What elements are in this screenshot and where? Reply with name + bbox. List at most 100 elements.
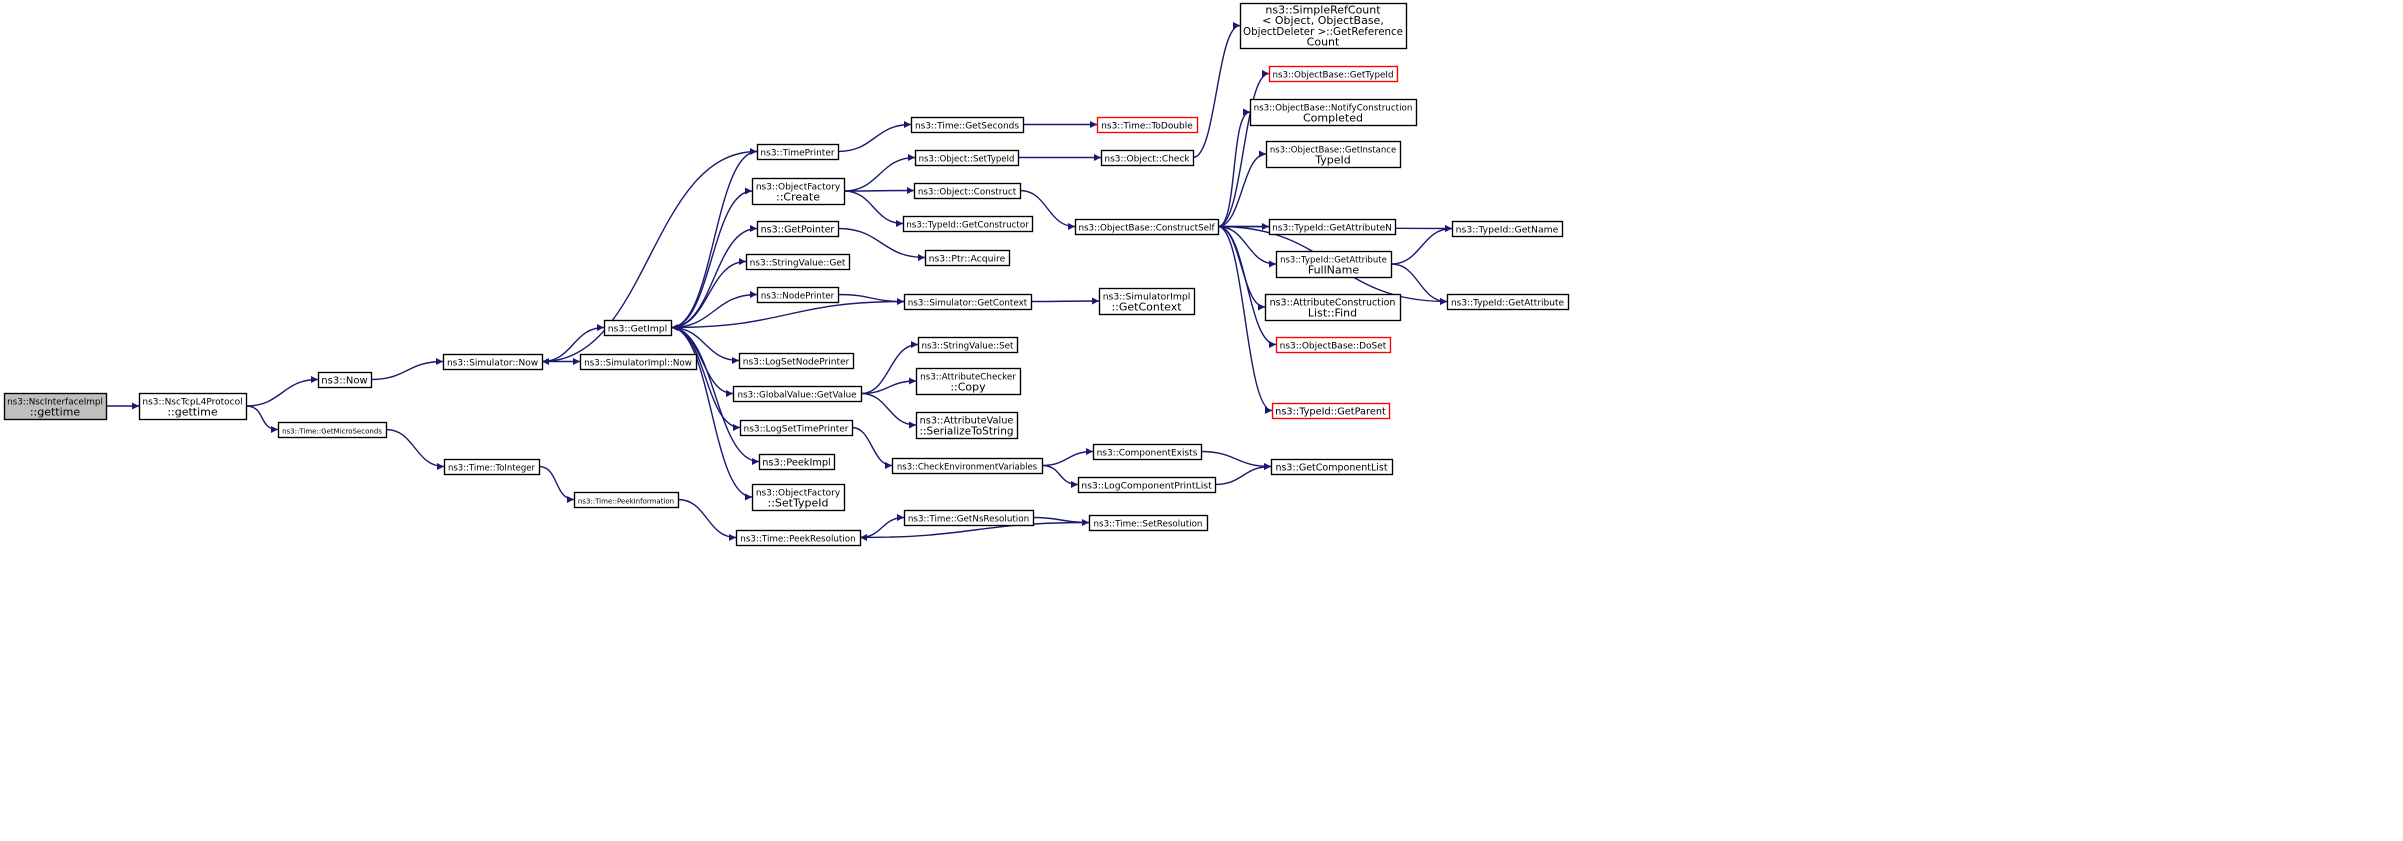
node-ns3-simulator-getcontext[interactable]: ns3::Simulator::GetContext [903, 293, 1033, 311]
edge-n8-n14 [670, 326, 740, 364]
node-label-line: ns3::GetPointer [761, 225, 835, 236]
node-ns3-logsetnodeprinter[interactable]: ns3::LogSetNodePrinter [738, 352, 855, 370]
node-ns3-simplerefcount-object-objectbase-objectdeleter-getreferencecount[interactable]: ns3::SimpleRefCount< Object, ObjectBase,… [1239, 2, 1408, 50]
node-box [1271, 402, 1391, 420]
node-label-line: FullName [1308, 263, 1359, 276]
node-ns3-attributevalue-serializetostring[interactable]: ns3::AttributeValue::SerializeToString [915, 411, 1019, 440]
node-ns3-stringvalue-set[interactable]: ns3::StringValue::Set [917, 336, 1019, 354]
node-ns3-ptr-acquire[interactable]: ns3::Ptr::Acquire [924, 249, 1011, 267]
edge-n19-n30 [859, 514, 905, 539]
node-label-line: ns3::AttributeValue [920, 416, 1014, 427]
node-box [914, 149, 1020, 167]
node-label-line: ns3::TimePrinter [760, 149, 834, 159]
node-ns3-objectfactory-settypeid[interactable]: ns3::ObjectFactory::SetTypeId [751, 483, 846, 512]
node-ns3-objectbase-notifyconstructioncompleted[interactable]: ns3::ObjectBase::NotifyConstructionCompl… [1249, 98, 1418, 127]
edge-n8-n18 [670, 326, 753, 501]
node-box [891, 457, 1044, 475]
node-label-line: ns3::Time::ToInteger [448, 464, 536, 474]
node-ns3-typeid-getattribute[interactable]: ns3::TypeId::GetAttribute [1446, 293, 1570, 311]
node-label-line: ns3::ObjectBase::DoSet [1280, 342, 1387, 352]
node-label-line: ns3::PeekImpl [762, 458, 830, 469]
node-ns3-time-peekresolution[interactable]: ns3::Time::PeekResolution [735, 529, 862, 547]
node-label-line: ns3::AttributeChecker [920, 373, 1016, 383]
node-ns3-time-todouble[interactable]: ns3::Time::ToDouble [1096, 116, 1199, 134]
node-ns3-time-getseconds[interactable]: ns3::Time::GetSeconds [910, 116, 1025, 134]
node-ns3-stringvalue-get[interactable]: ns3::StringValue::Get [745, 253, 851, 271]
node-label-line: ns3::TypeId::GetName [1456, 225, 1559, 236]
node-label-line: ns3::Now [321, 376, 367, 387]
node-ns3-nsctcpl4protocol-gettime[interactable]: ns3::NscTcpL4Protocol::gettime [138, 392, 248, 421]
node-ns3-attributechecker-copy[interactable]: ns3::AttributeChecker::Copy [915, 367, 1022, 396]
edge-n8-n17 [670, 326, 760, 465]
node-ns3-time-setresolution[interactable]: ns3::Time::SetResolution [1088, 514, 1209, 532]
node-ns3-object-construct[interactable]: ns3::Object::Construct [913, 182, 1022, 200]
node-label-line: ::gettime [30, 405, 81, 418]
node-ns3-objectfactory-create[interactable]: ns3::ObjectFactory::Create [751, 177, 846, 206]
node-label-line: ns3::NscTcpL4Protocol [142, 398, 242, 408]
node-box [915, 367, 1022, 396]
node-box [3, 392, 108, 421]
node-box [732, 385, 863, 403]
edge-n25-n34 [1030, 297, 1100, 305]
edge-n11-n24 [837, 227, 926, 261]
node-ns3-timeprinter[interactable]: ns3::TimePrinter [756, 143, 840, 161]
node-ns3-logcomponentprintlist[interactable]: ns3::LogComponentPrintList [1077, 476, 1217, 494]
node-ns3-typeid-getparent[interactable]: ns3::TypeId::GetParent [1271, 402, 1391, 420]
node-ns3-time-getmicroseconds[interactable]: ns3::Time::GetMicroSeconds [277, 421, 388, 439]
node-ns3-getcomponentlist[interactable]: ns3::GetComponentList [1270, 458, 1394, 476]
node-ns3-objectbase-gettypeid[interactable]: ns3::ObjectBase::GetTypeId [1268, 65, 1399, 83]
node-ns3-objectbase-doset[interactable]: ns3::ObjectBase::DoSet [1275, 336, 1392, 354]
node-box [1074, 218, 1220, 236]
edge-n9-n20 [837, 121, 912, 153]
node-ns3-time-getnsresolution[interactable]: ns3::Time::GetNsResolution [903, 509, 1035, 527]
edge-n5-n6 [538, 465, 575, 503]
node-ns3-simulatorimpl-getcontext[interactable]: ns3::SimulatorImpl::GetContext [1098, 287, 1196, 316]
node-box [603, 319, 673, 337]
node-ns3-getimpl[interactable]: ns3::GetImpl [603, 319, 673, 337]
node-box [910, 116, 1025, 134]
edge-n10-n23 [843, 190, 904, 227]
node-ns3-globalvalue-getvalue[interactable]: ns3::GlobalValue::GetValue [732, 385, 863, 403]
node-label-line: ns3::TypeId::GetAttributeN [1272, 224, 1392, 234]
node-ns3-componentexists[interactable]: ns3::ComponentExists [1092, 443, 1203, 461]
node-ns3-logsettimeprinter[interactable]: ns3::LogSetTimePrinter [739, 419, 854, 437]
node-ns3-objectbase-constructself[interactable]: ns3::ObjectBase::ConstructSelf [1074, 218, 1220, 236]
node-ns3-typeid-getname[interactable]: ns3::TypeId::GetName [1451, 220, 1564, 238]
node-box [1239, 2, 1408, 50]
node-box [277, 421, 388, 439]
node-box [751, 177, 846, 206]
node-box [1264, 293, 1402, 322]
node-box [751, 483, 846, 512]
node-label-line: ns3::Time::ToDouble [1101, 122, 1193, 132]
node-box [1096, 116, 1199, 134]
edge-n32-n38 [1192, 22, 1241, 159]
node-label-line: ns3::NodePrinter [761, 292, 835, 302]
node-box [902, 215, 1034, 233]
node-box [745, 253, 851, 271]
node-ns3-object-settypeid[interactable]: ns3::Object::SetTypeId [914, 149, 1020, 167]
node-ns3-nodeprinter[interactable]: ns3::NodePrinter [756, 286, 840, 304]
node-box [1249, 98, 1418, 127]
node-label-line: ns3::ComponentExists [1097, 449, 1198, 459]
node-box [903, 509, 1035, 527]
node-ns3-object-check[interactable]: ns3::Object::Check [1100, 149, 1195, 167]
edge-n29-n35 [1041, 448, 1094, 467]
node-ns3-getpointer[interactable]: ns3::GetPointer [756, 220, 840, 238]
edge-n33-n39 [1217, 70, 1270, 228]
node-ns3-checkenvironmentvariables[interactable]: ns3::CheckEnvironmentVariables [891, 457, 1044, 475]
node-ns3-typeid-getattributen[interactable]: ns3::TypeId::GetAttributeN [1268, 218, 1397, 236]
node-label-line: ns3::ObjectFactory [756, 183, 841, 193]
node-ns3-simulatorimpl-now[interactable]: ns3::SimulatorImpl::Now [579, 353, 698, 371]
edge-n8-n10 [670, 187, 753, 329]
node-ns3-now[interactable]: ns3::Now [317, 371, 373, 389]
node-box [443, 458, 541, 476]
node-box [758, 453, 836, 471]
node-ns3-simulator-now[interactable]: ns3::Simulator::Now [442, 353, 544, 371]
node-ns3-typeid-getconstructor[interactable]: ns3::TypeId::GetConstructor [902, 215, 1034, 233]
node-ns3-time-tointeger[interactable]: ns3::Time::ToInteger [443, 458, 541, 476]
node-ns3-time-peekinformation[interactable]: ns3::Time::PeekInformation [573, 491, 680, 509]
node-ns3-peekimpl[interactable]: ns3::PeekImpl [758, 453, 836, 471]
